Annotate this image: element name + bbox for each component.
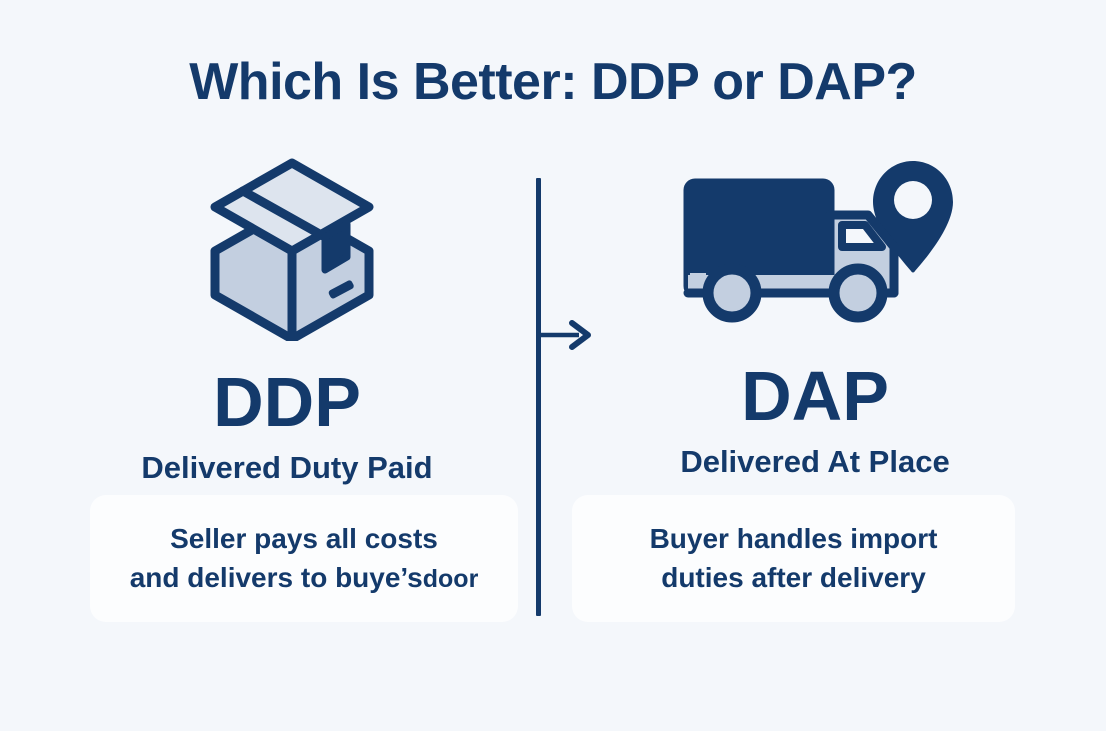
ddp-code: DDP (213, 363, 361, 441)
page-title: Which Is Better: DDP or DAP? (189, 53, 917, 111)
column-dap: DAP Delivered At Place (585, 140, 1045, 479)
column-ddp: DDP Delivered Duty Paid (62, 140, 512, 485)
delivery-truck-group (585, 140, 1045, 345)
dap-caption-text: Buyer handles import duties after delive… (640, 520, 948, 596)
dap-caption-card: Buyer handles import duties after delive… (572, 495, 1015, 622)
arrow-right-icon (536, 318, 596, 352)
dap-caption-line2: duties after delivery (661, 561, 926, 593)
package-box-icon (62, 140, 512, 345)
vertical-divider (536, 178, 541, 616)
ddp-caption-card: Seller pays all costs and delivers to bu… (90, 495, 518, 622)
ddp-caption-line2: and delivers to buye’s (129, 561, 423, 593)
ddp-subtitle: Delivered Duty Paid (141, 450, 433, 485)
ddp-caption-text: Seller pays all costs and delivers to bu… (120, 520, 489, 596)
ddp-caption-line1: Seller pays all costs (170, 523, 438, 555)
ddp-caption-line3: door (422, 564, 479, 593)
dap-caption-line1: Buyer handles import (649, 523, 938, 555)
dap-code: DAP (741, 357, 889, 435)
dap-subtitle: Delivered At Place (680, 444, 950, 479)
